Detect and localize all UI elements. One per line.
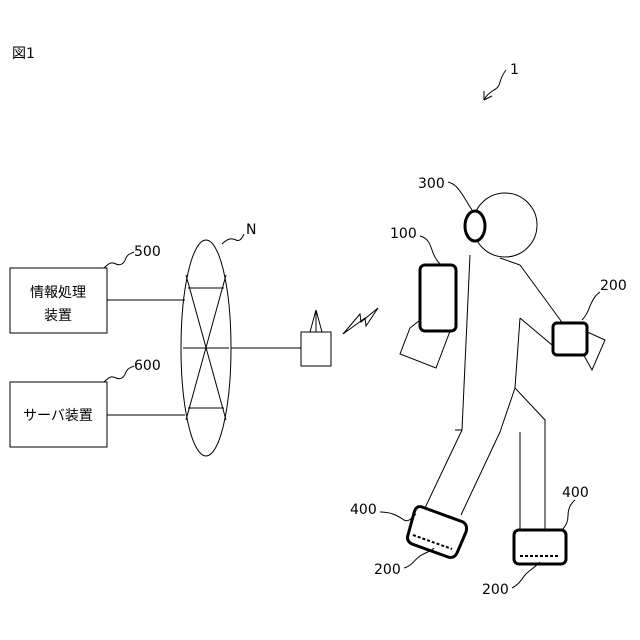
wireless-signal-icon xyxy=(343,308,378,334)
system-ref-label: 1 xyxy=(510,62,519,78)
left-foot-device-ref: 400 xyxy=(350,502,377,518)
access-point-box xyxy=(301,332,331,366)
figure-crotch xyxy=(500,388,515,432)
right-foot-sensor-leader xyxy=(512,562,540,588)
left-foot-device-leader xyxy=(380,512,416,521)
figure-title: 図1 xyxy=(12,46,35,62)
server-label: サーバ装置 xyxy=(23,408,93,424)
system-ref-leader xyxy=(484,70,506,100)
network-label: N xyxy=(246,222,256,238)
wrist-sensor-ref: 200 xyxy=(600,278,627,294)
left-foot-sensor-ref: 200 xyxy=(374,562,401,578)
wrist-sensor-shape xyxy=(553,323,587,355)
wrist-sensor: 200 xyxy=(553,278,627,355)
server-ref: 600 xyxy=(134,358,161,374)
network-ref-leader xyxy=(222,234,244,244)
body-device-shape xyxy=(420,265,456,331)
body-device-ref: 100 xyxy=(390,226,417,242)
wrist-sensor-leader xyxy=(582,292,600,320)
info-processing-label-line2: 装置 xyxy=(44,308,72,324)
body-device-leader xyxy=(420,236,440,264)
figure-left-leg-inner xyxy=(461,432,500,515)
left-foot-device: 400 200 xyxy=(350,502,467,578)
head-sensor-shape xyxy=(465,211,485,241)
info-processing-ref-leader xyxy=(104,252,134,268)
human-figure xyxy=(400,193,605,530)
head-sensor-ref: 300 xyxy=(418,176,445,192)
antenna-icon xyxy=(310,310,322,332)
right-foot-device-ref: 400 xyxy=(562,485,589,501)
info-processing-device: 情報処理 装置 500 xyxy=(10,244,161,333)
right-foot-device: 400 200 xyxy=(482,485,589,598)
body-device: 100 xyxy=(390,226,456,331)
head-sensor: 300 xyxy=(418,176,485,241)
system-reference: 1 xyxy=(484,62,519,100)
left-foot-device-shape xyxy=(408,507,467,558)
left-foot-sensor-leader xyxy=(404,548,434,568)
network-cloud: N xyxy=(181,222,256,456)
server-ref-leader xyxy=(104,366,134,382)
figure-left-leg-outer xyxy=(424,430,462,510)
head-sensor-leader xyxy=(448,182,472,210)
right-foot-device-shape xyxy=(514,530,566,564)
server-device: サーバ装置 600 xyxy=(10,358,161,447)
info-processing-label-line1: 情報処理 xyxy=(30,285,86,301)
access-point xyxy=(231,310,331,366)
right-foot-sensor-ref: 200 xyxy=(482,582,509,598)
right-foot-device-leader xyxy=(562,500,575,530)
info-processing-ref: 500 xyxy=(134,244,161,260)
